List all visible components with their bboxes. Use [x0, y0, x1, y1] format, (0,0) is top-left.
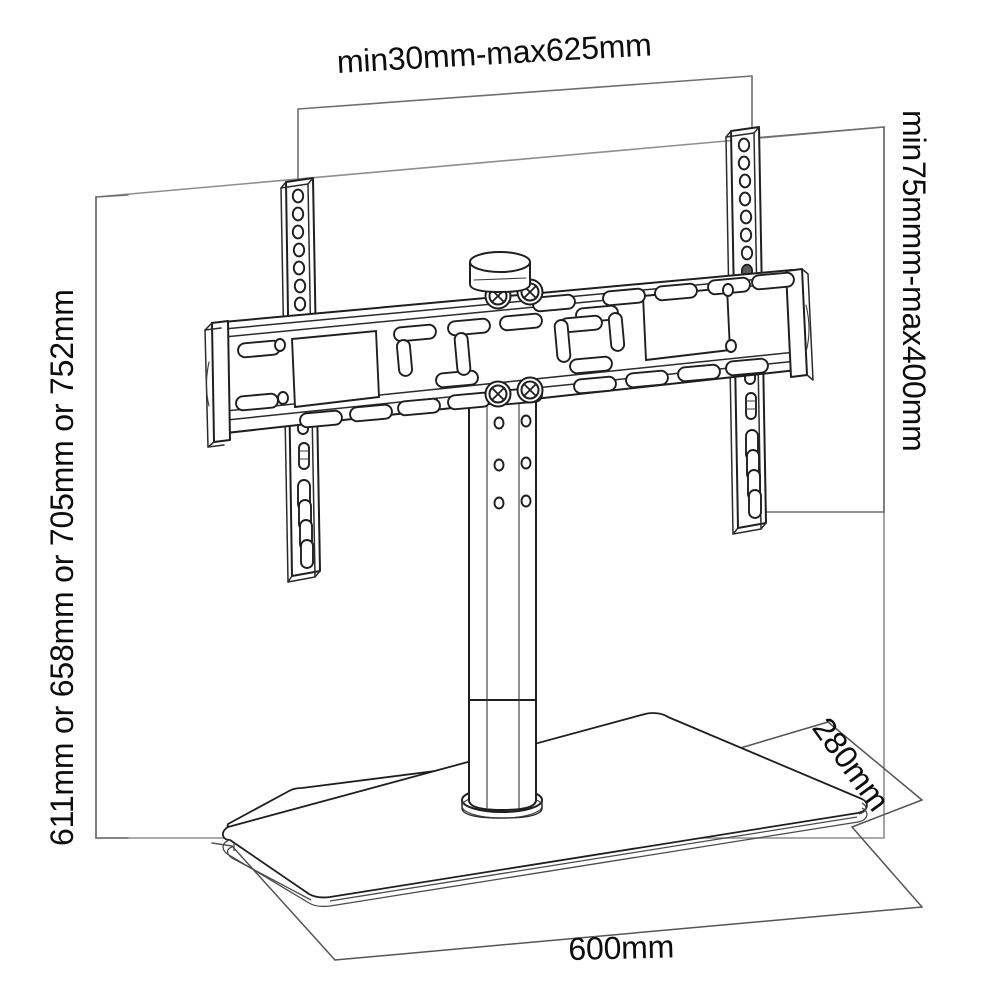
rail-edge-accents	[274, 283, 737, 405]
right-arm-long-slots	[745, 429, 762, 519]
horizontal-mount-rail	[204, 268, 814, 448]
dimension-label-width: 600mm	[567, 928, 675, 967]
rail-right-end-hook	[785, 268, 814, 381]
rail-slots-upper	[237, 271, 795, 359]
dimension-lines	[95, 75, 923, 961]
column-adjust-holes	[493, 414, 532, 510]
rail-slots-lower	[235, 355, 769, 429]
column-lower-face	[468, 699, 537, 811]
top-cap-knob	[469, 251, 531, 293]
dimension-label-left: 611mm or 658mm or 705mm or 752mm	[44, 289, 80, 846]
rail-vertical-slots	[396, 312, 626, 377]
dimension-label-right: min75mmm-max400mm	[896, 110, 932, 452]
glass-base-plate	[222, 712, 868, 908]
rail-left-end-hook	[204, 320, 231, 448]
left-arm-long-slots	[297, 479, 314, 569]
rail-cutout-left	[291, 329, 380, 409]
